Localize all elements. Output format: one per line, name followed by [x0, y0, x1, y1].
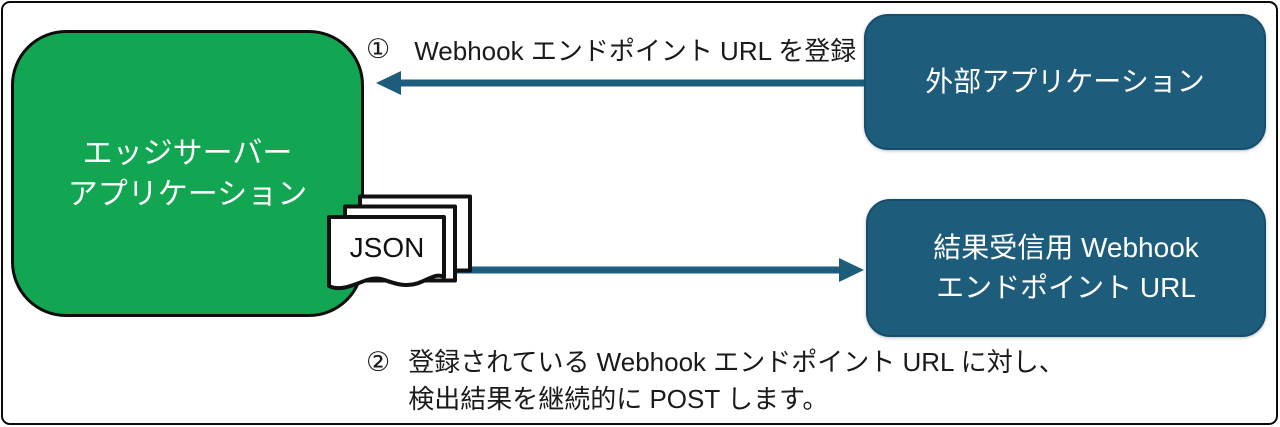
external-app-label: 外部アプリケーション	[925, 66, 1205, 97]
step2-text-line1: 登録されている Webhook エンドポイント URL に対し、	[408, 347, 1065, 377]
post-arrow-icon	[448, 258, 864, 282]
step1-text: Webhook エンドポイント URL を登録	[414, 36, 857, 66]
external-app-node: 外部アプリケーション	[864, 14, 1266, 150]
step1-marker: ①	[366, 34, 391, 64]
step1-annotation: ① Webhook エンドポイント URL を登録	[366, 31, 856, 68]
step2-annotation: ② 登録されている Webhook エンドポイント URL に対し、 検出結果を…	[366, 344, 1065, 418]
edge-server-node: エッジサーバー アプリケーション	[11, 30, 364, 317]
webhook-endpoint-label-line1: 結果受信用 Webhook	[933, 232, 1199, 263]
json-label: JSON	[350, 232, 425, 263]
webhook-endpoint-label-line2: エンドポイント URL	[936, 272, 1196, 303]
step2-text-line2: 検出結果を継続的に POST します。	[408, 384, 829, 414]
webhook-endpoint-node: 結果受信用 Webhook エンドポイント URL	[866, 199, 1266, 337]
step2-marker: ②	[366, 347, 391, 377]
edge-server-label-line1: エッジサーバー	[82, 136, 293, 170]
json-document-stack-icon: JSON	[327, 194, 472, 291]
edge-server-label-line2: アプリケーション	[67, 177, 308, 211]
register-arrow-icon	[376, 71, 864, 95]
